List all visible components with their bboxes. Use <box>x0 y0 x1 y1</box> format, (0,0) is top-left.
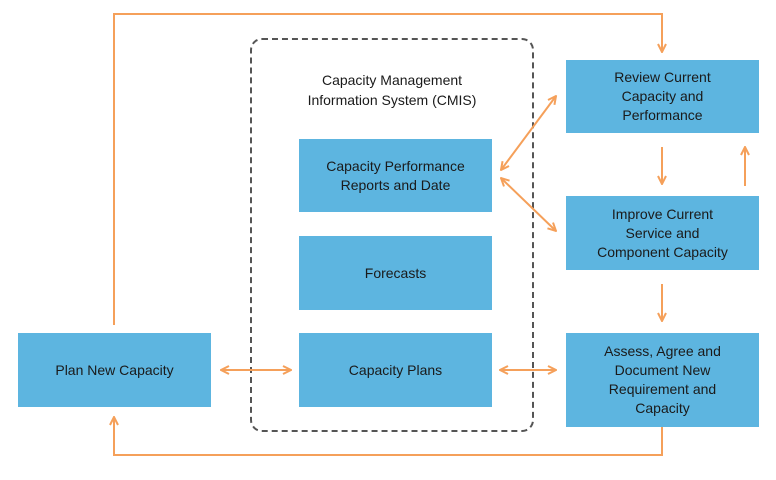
box-review-current-label: Review Current Capacity and Performance <box>614 69 711 123</box>
box-forecasts-label: Forecasts <box>364 264 427 281</box>
box-assess-agree: Assess, Agree and Document New Requireme… <box>566 333 759 427</box>
box-review-current: Review Current Capacity and Performance <box>566 60 759 133</box>
box-capacity-plans-label: Capacity Plans <box>348 361 443 378</box>
box-forecasts: Forecasts <box>299 236 492 310</box>
arrow-assess-to-plan <box>114 417 663 456</box>
cmis-boundary <box>250 38 534 432</box>
box-capacity-reports-label: Capacity Performance Reports and Date <box>326 157 465 193</box>
box-plan-new-capacity-label: Plan New Capacity <box>55 361 174 378</box>
arrow-plan-to-review <box>113 13 662 325</box>
box-capacity-reports: Capacity Performance Reports and Date <box>299 139 492 212</box>
box-plan-new-capacity: Plan New Capacity <box>18 333 211 407</box>
arrow-reports-improve <box>501 178 556 231</box>
box-assess-agree-label: Assess, Agree and Document New Requireme… <box>604 343 721 416</box>
box-capacity-plans: Capacity Plans <box>299 333 492 407</box>
box-improve-current: Improve Current Service and Component Ca… <box>566 196 759 270</box>
cmis-title: Capacity Management Information System (… <box>307 72 477 108</box>
box-improve-current-label: Improve Current Service and Component Ca… <box>597 205 728 260</box>
arrow-reports-review <box>501 96 556 170</box>
